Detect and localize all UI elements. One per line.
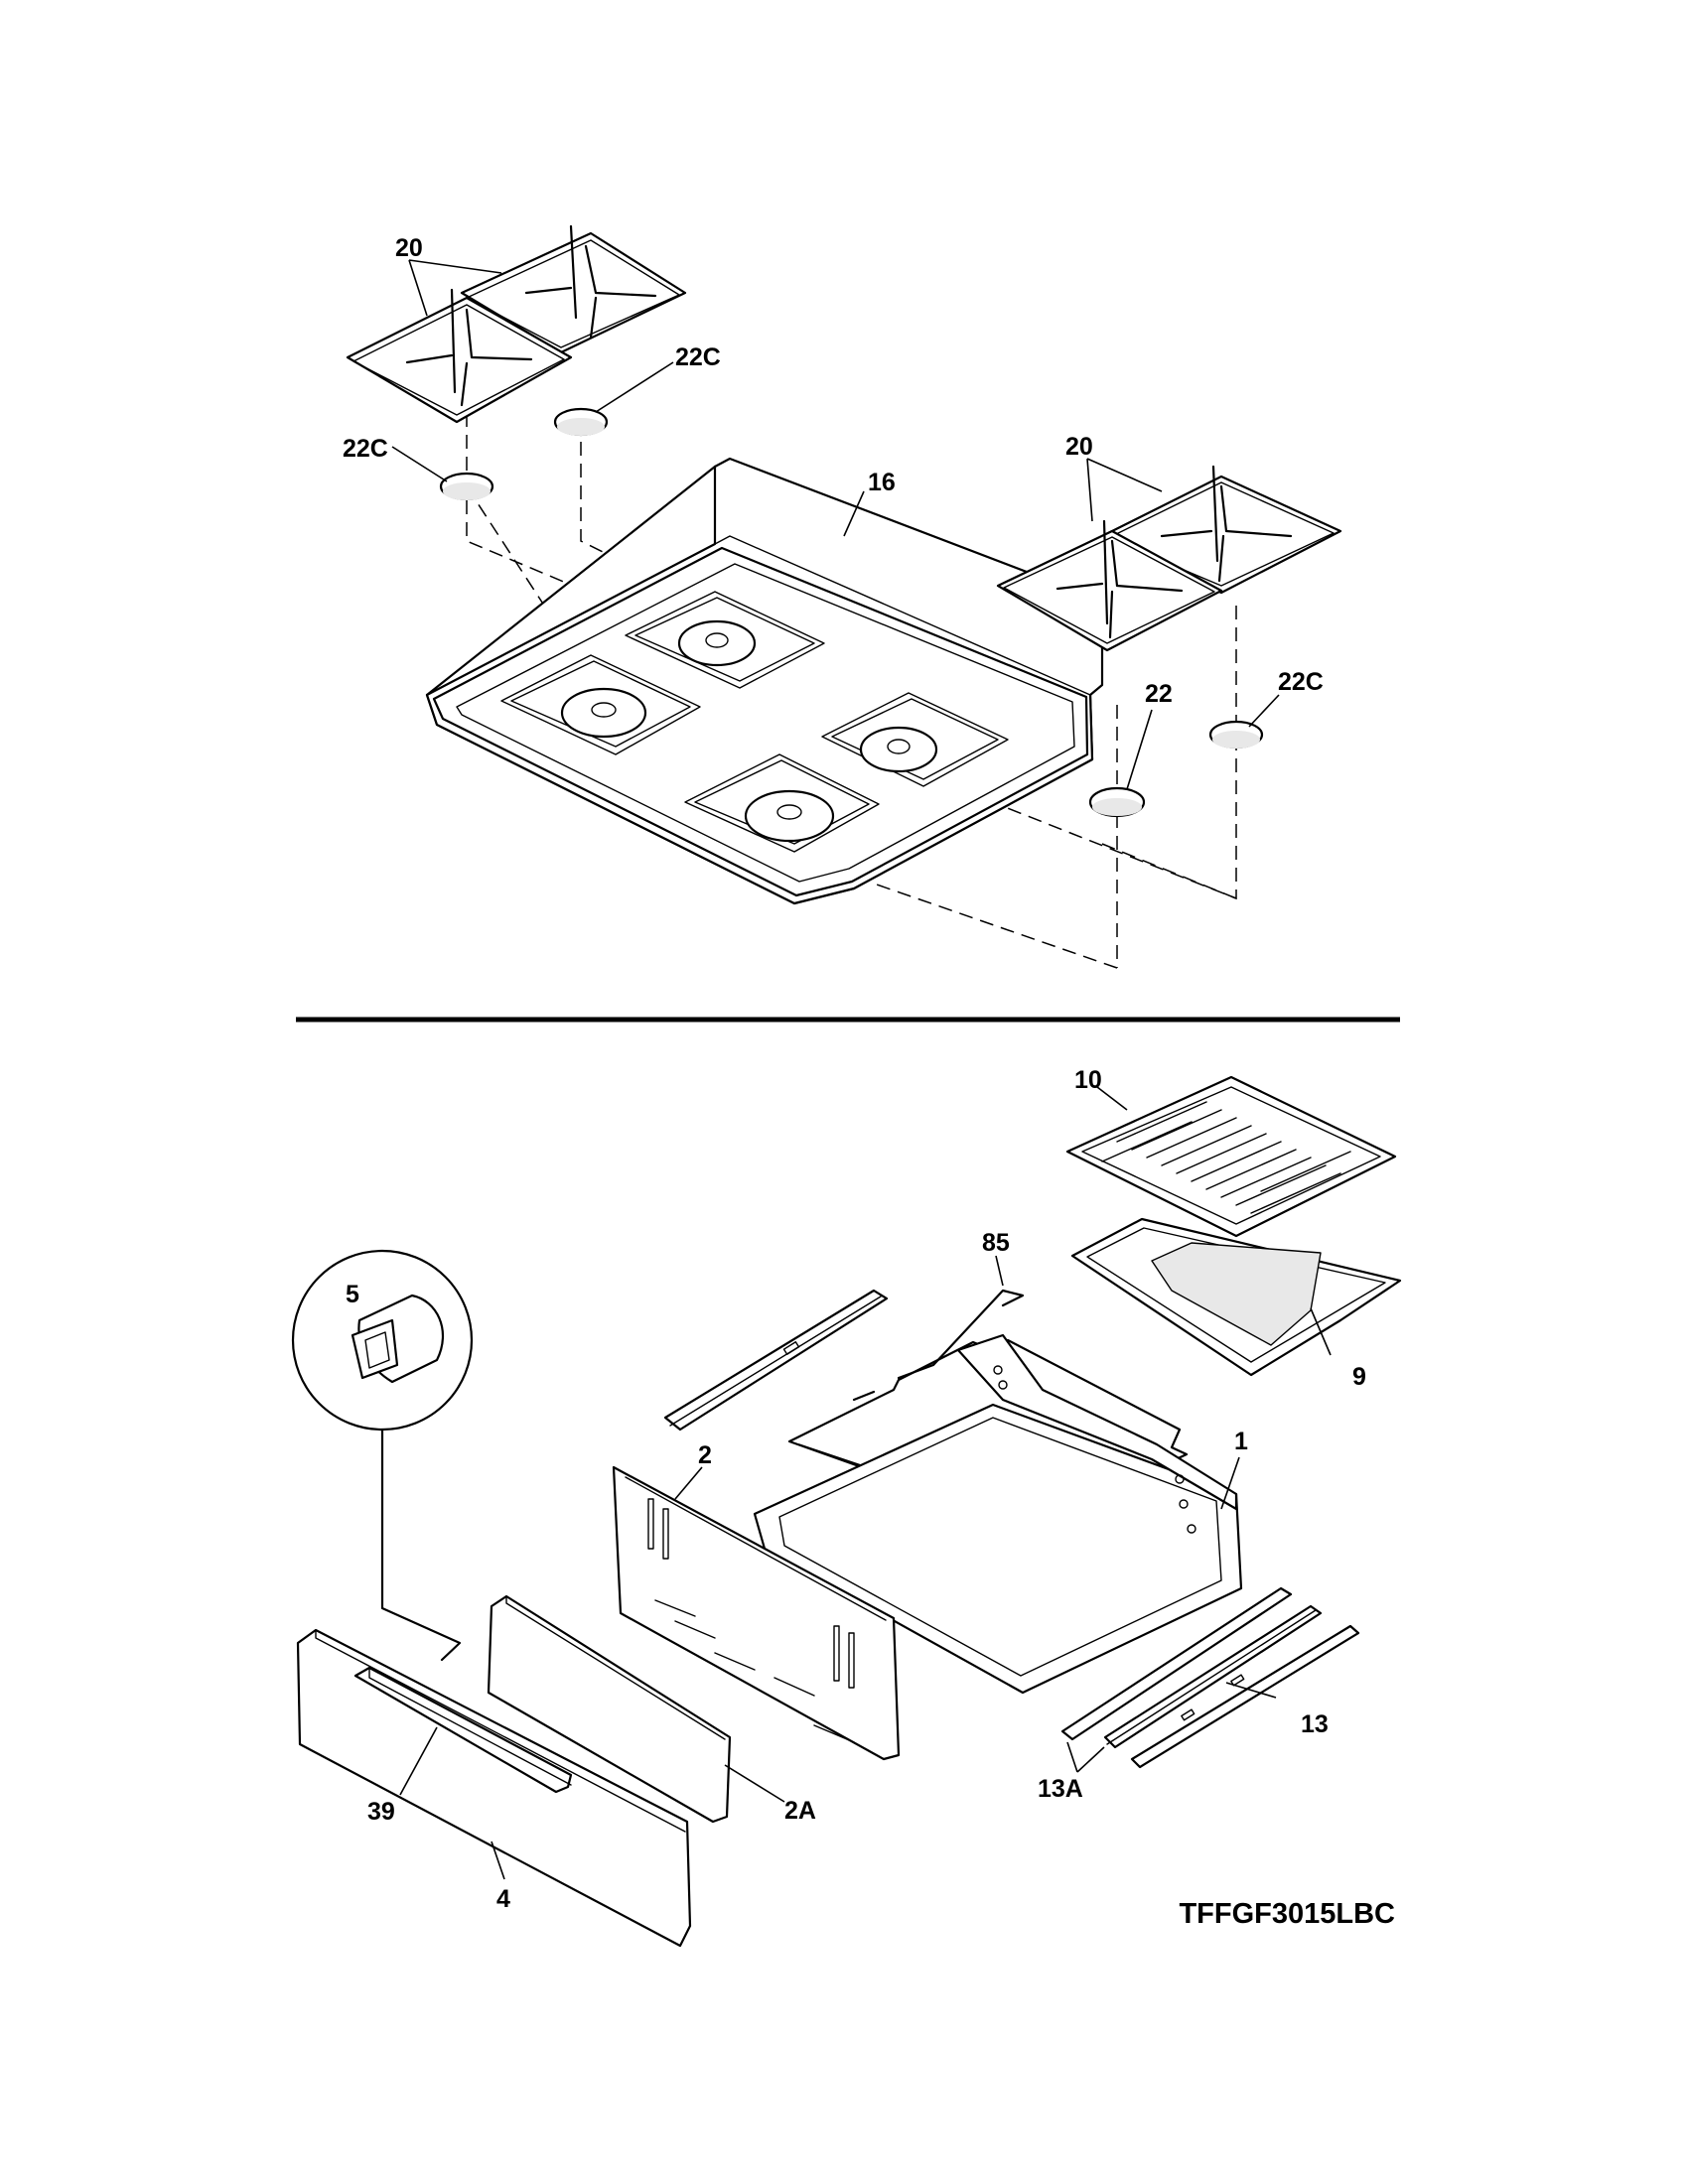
left-rail-bracket xyxy=(663,1289,889,1432)
grate-left-front xyxy=(346,288,573,424)
burner-right-rear-icon xyxy=(859,726,938,773)
callout-drawer-liner: 2A xyxy=(784,1797,816,1825)
burner-cap-left-rear xyxy=(553,407,609,437)
knob-detail xyxy=(291,1249,474,1432)
callout-cooktop: 16 xyxy=(868,469,896,496)
burner-cap-right-rear xyxy=(1208,720,1264,750)
model-number: TFFGF3015LBC xyxy=(1179,1898,1395,1930)
callout-slide: 13 xyxy=(1301,1710,1329,1738)
leader-lines-top xyxy=(391,259,1280,790)
burner-left-rear-icon xyxy=(677,619,757,667)
callout-cap-right-front: 22 xyxy=(1145,680,1173,708)
grate-right-front xyxy=(996,519,1223,652)
callout-broiler-insert: 10 xyxy=(1074,1066,1102,1094)
callout-cap-left-rear: 22C xyxy=(675,343,721,371)
callout-drawer-front: 4 xyxy=(496,1885,510,1913)
callout-cap-right-rear: 22C xyxy=(1278,668,1324,696)
back-panel-vents-icon xyxy=(647,1498,855,1743)
drawer-front-panel xyxy=(296,1628,692,1948)
cooktop-assembly: 20 22C 22C 16 20 22 22C xyxy=(343,224,1342,969)
drawer-slides xyxy=(1060,1586,1360,1769)
drawer-back-panel xyxy=(612,1465,901,1761)
burner-right-front-icon xyxy=(744,789,835,843)
knob-connector-line xyxy=(380,1428,462,1662)
broiler-slots-icon xyxy=(1101,1101,1351,1214)
callout-grates-right: 20 xyxy=(1065,433,1093,461)
drawer-liner xyxy=(487,1594,732,1824)
drawer-assembly: 10 85 9 5 1 2 2A 39 4 13 13A TFFGF3015LB… xyxy=(291,1066,1402,1948)
broiler-pan xyxy=(1070,1217,1402,1377)
callout-cap-left-front: 22C xyxy=(343,435,388,463)
broiler-insert xyxy=(1065,1075,1397,1238)
burner-left-front-icon xyxy=(560,687,647,739)
callout-handle: 39 xyxy=(367,1798,395,1826)
burner-cap-left-front xyxy=(439,472,494,501)
callout-slide-bracket: 13A xyxy=(1038,1775,1083,1803)
callout-knob-detail: 5 xyxy=(346,1281,359,1308)
callout-broiler-pan: 9 xyxy=(1352,1363,1366,1391)
callout-drawer-body: 1 xyxy=(1234,1428,1248,1455)
burner-cap-right-front xyxy=(1088,786,1146,818)
drawer-handle xyxy=(353,1666,573,1794)
leader-lines-bottom xyxy=(399,1086,1332,1880)
callout-rack: 85 xyxy=(982,1229,1010,1257)
callout-grates-left: 20 xyxy=(395,234,423,262)
cooktop-main-top xyxy=(425,457,1104,905)
callout-drawer-back: 2 xyxy=(698,1441,712,1469)
